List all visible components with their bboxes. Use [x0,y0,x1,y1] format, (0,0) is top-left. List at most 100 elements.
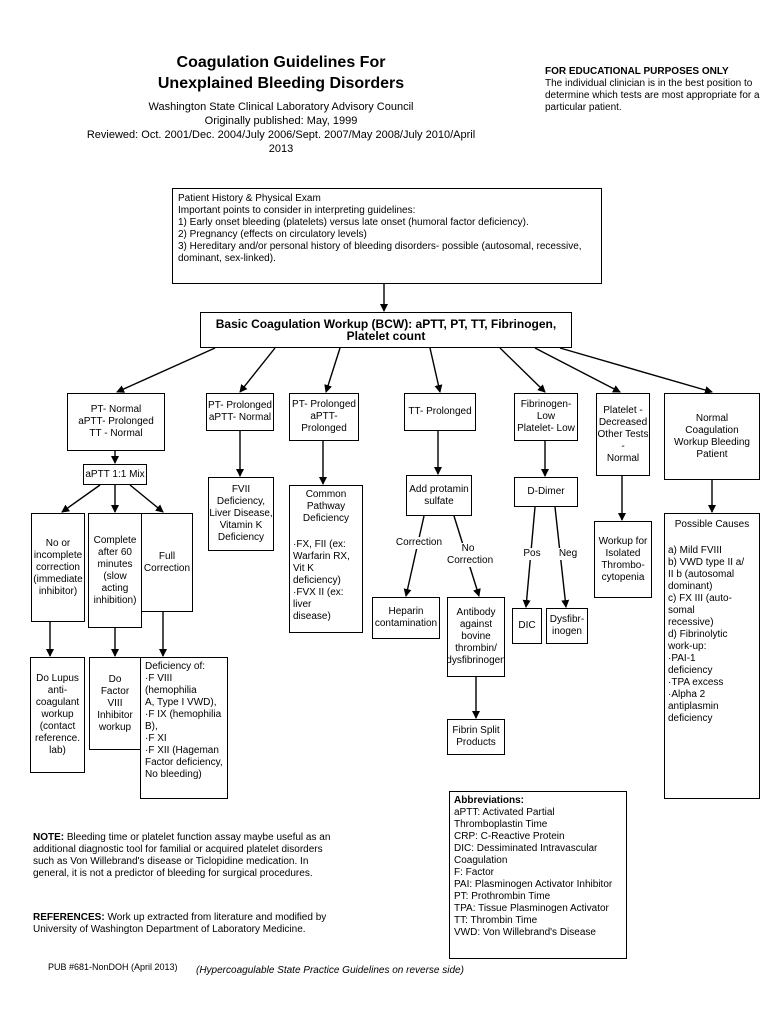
deficiency-of-box: Deficiency of: ·F VIII (hemophilia A, Ty… [140,657,228,799]
branch-pt-prolonged-aptt-prolonged: PT- Prolonged aPTT- Prolonged [289,393,359,441]
publication-number: PUB #681-NonDOH (April 2013) [48,962,178,972]
abbreviation-item: VWD: Von Willebrand's Disease [454,927,596,938]
result-label: No or incomplete correction (immediate i… [33,537,83,597]
possible-causes-box: Possible Causes a) Mild FVIII b) VWD typ… [664,513,760,799]
arrow-bcw-to-b5 [499,347,546,393]
title-line-2: Unexplained Bleeding Disorders [157,75,405,92]
review-dates: Reviewed: Oct. 2001/Dec. 2004/July 2006/… [86,129,476,155]
d-dimer-box: D-Dimer [514,477,578,507]
bcw-label: Basic Coagulation Workup (BCW): aPTT, PT… [215,317,557,343]
abbreviation-item: PAI: Plasminogen Activator Inhibitor [454,879,613,890]
aptt-mix-box: aPTT 1:1 Mix [83,464,147,485]
arrow-bcw-to-b7 [559,347,713,394]
dic-box: DIC [512,608,542,644]
lupus-anticoagulant-workup: Do Lupus anti- coagulant workup (contact… [30,657,85,773]
no-correction-immediate-inhibitor: No or incomplete correction (immediate i… [31,513,85,622]
reverse-side-note: (Hypercoagulable State Practice Guidelin… [196,965,464,976]
workup-label: Workup for Isolated Thrombo- cytopenia [598,535,648,583]
fviii-label: Do Factor VIII Inhibitor workup [97,673,133,733]
abbreviation-item: CRP: C-Reactive Protein [454,831,565,842]
fvii-label: FVII Deficiency, Liver Disease, Vitamin … [209,484,273,543]
abbreviation-item: TT: Thrombin Time [454,915,538,926]
history-line: Important points to consider in interpre… [178,205,416,216]
references-paragraph: REFERENCES: Work up extracted from liter… [33,912,333,936]
common-pathway-title: Common Pathway Deficiency [302,489,350,524]
disclaimer-heading: FOR EDUCATIONAL PURPOSES ONLY [545,66,729,77]
no-correction-label: No Correction [447,543,494,567]
possible-causes-list: a) Mild FVIII b) VWD type II a/ II b (au… [668,545,745,724]
branch-label: Platelet - Decreased Other Tests - Norma… [597,404,649,464]
note-label: NOTE: [33,832,65,843]
arrow-mix-to-full [129,484,164,513]
branch-fibrinogen-low-platelet-low: Fibrinogen- Low Platelet- Low [514,393,578,441]
branch-label: PT- Prolonged aPTT- Normal [208,400,272,423]
deficiency-list: Deficiency of: ·F VIII (hemophilia A, Ty… [145,661,223,780]
antibody-bovine-thrombin-box: Antibody against bovine thrombin/ dysfib… [447,597,505,677]
history-line: 3) Hereditary and/or personal history of… [178,241,582,264]
neg-label: Neg [556,548,580,560]
branch-label: PT- Normal aPTT- Prolonged TT - Normal [78,404,154,439]
result-label: Complete after 60 minutes (slow acting i… [93,534,137,606]
fsp-label: Fibrin Split Products [452,725,500,748]
full-correction: Full Correction [141,513,193,612]
abbreviation-item: PT: Prothrombin Time [454,891,551,902]
abbreviation-item: F: Factor [454,867,495,878]
arrow-mix-to-none [61,484,101,513]
branch-tt-prolonged: TT- Prolonged [404,393,476,431]
note-text: Bleeding time or platelet function assay… [33,832,331,879]
organization: Washington State Clinical Laboratory Adv… [148,101,414,113]
abbreviations-title: Abbreviations: [454,795,525,806]
disclaimer-text: The individual clinician is in the best … [545,78,760,113]
arrow-bcw-to-b1 [116,347,216,393]
dysfibrinogen-box: Dysfibr- inogen [546,608,588,644]
correction-label: Correction [395,537,443,549]
aptt-mix-label: aPTT 1:1 Mix [85,468,145,480]
fibrin-split-products-box: Fibrin Split Products [447,719,505,755]
dysfib-label: Dysfibr- inogen [549,614,585,637]
arrow-bcw-to-b2 [239,347,276,393]
history-line: Patient History & Physical Exam [178,193,321,204]
arrow-bcw-to-b3 [324,347,341,393]
abbreviations-box: Abbreviations: aPTT: Activated Partial T… [449,791,627,959]
workup-isolated-thrombocytopenia-box: Workup for Isolated Thrombo- cytopenia [594,521,652,598]
heparin-contamination-box: Heparin contamination [372,597,440,639]
basic-coagulation-workup-box: Basic Coagulation Workup (BCW): aPTT, PT… [200,312,572,348]
history-line: 1) Early onset bleeding (platelets) vers… [178,217,529,228]
abbreviation-item: aPTT: Activated Partial Thromboplastin T… [454,807,555,830]
branch-label: PT- Prolonged aPTT- Prolonged [292,399,356,434]
d-dimer-label: D-Dimer [527,486,565,497]
branch-label: Fibrinogen- Low Platelet- Low [517,399,575,434]
arrow-bcw-to-b6 [534,347,621,393]
result-label: Full Correction [143,550,191,574]
references-label: REFERENCES: [33,912,105,923]
arrow-bcw-to-b4 [429,347,443,393]
history-line: 2) Pregnancy (effects on circulatory lev… [178,229,367,240]
branch-label: TT- Prolonged [408,406,472,417]
abbreviation-item: TPA: Tissue Plasminogen Activator [454,903,609,914]
dic-label: DIC [518,620,536,631]
factor-viii-inhibitor-workup: Do Factor VIII Inhibitor workup [89,657,141,750]
patient-history-box: Patient History & Physical Exam Importan… [172,188,602,284]
pos-label: Pos [520,548,544,560]
abbreviation-item: DIC: Dessiminated Intravascular Coagulat… [454,843,598,866]
antibody-label: Antibody against bovine thrombin/ dysfib… [447,607,505,666]
lupus-label: Do Lupus anti- coagulant workup (contact… [34,673,81,756]
arrow-protamin-to-heparin [403,515,425,597]
publish-date: Originally published: May, 1999 [204,115,358,127]
heparin-label: Heparin contamination [374,606,438,629]
branch-pt-normal-aptt-prolonged: PT- Normal aPTT- Prolonged TT - Normal [67,393,165,451]
fvii-deficiency-box: FVII Deficiency, Liver Disease, Vitamin … [208,477,274,551]
add-protamin-sulfate-box: Add protamin sulfate [406,475,472,516]
references-text: Work up extracted from literature and mo… [33,912,327,935]
branch-label: Normal Coagulation Workup Bleeding Patie… [674,412,750,460]
note-paragraph: NOTE: Bleeding time or platelet function… [33,832,333,880]
branch-platelet-decreased: Platelet - Decreased Other Tests - Norma… [596,393,650,476]
common-pathway-list: ·FX, FII (ex: Warfarin RX, Vit K deficie… [293,539,350,622]
complete-after-60-minutes: Complete after 60 minutes (slow acting i… [88,513,142,628]
protamin-label: Add protamin sulfate [409,483,469,507]
educational-disclaimer: FOR EDUCATIONAL PURPOSES ONLY The indivi… [545,66,760,114]
title-line-1: Coagulation Guidelines For [176,54,386,71]
branch-pt-prolonged-aptt-normal: PT- Prolonged aPTT- Normal [206,393,274,431]
branch-normal-coagulation-bleeding: Normal Coagulation Workup Bleeding Patie… [664,393,760,480]
